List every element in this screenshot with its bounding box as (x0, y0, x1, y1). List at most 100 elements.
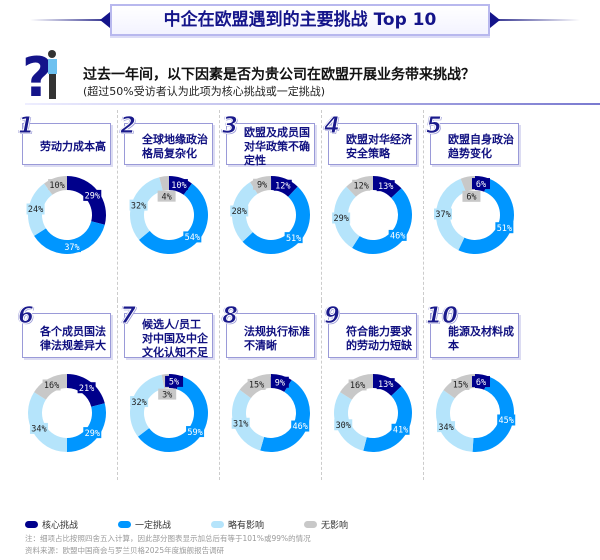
data-label: 6% (476, 378, 486, 388)
data-label: 6% (476, 180, 486, 190)
data-label-bg (352, 179, 371, 191)
legend-label: 一定挑战 (135, 521, 172, 531)
column-divider (219, 300, 220, 480)
data-label: 9% (275, 378, 285, 388)
column-divider (117, 110, 118, 300)
data-label: 54% (185, 233, 200, 243)
donut-segment-略有影响 (27, 392, 67, 452)
data-label-bg (495, 222, 514, 234)
donut-chart: 21% 29% 34% 16% (27, 374, 106, 452)
donut-segment-核心挑战 (67, 176, 106, 225)
column-divider (321, 110, 322, 300)
question-subtitle: (超过50%受访者认为此项为核心挑战或一定挑战) (83, 85, 326, 98)
data-label-bg (83, 427, 102, 439)
challenge-label-text: 候选人/员工对中国及中企文化认知不足 (142, 317, 208, 359)
data-label-bg (169, 179, 188, 191)
data-label: 21% (79, 384, 94, 394)
rank-number: 4 (323, 113, 341, 140)
source-note: 资料来源：欧盟中国商会与罗兰贝格2025年度旗舰报告调研 (25, 546, 225, 555)
data-label-bg (273, 179, 292, 191)
data-label: 31% (233, 419, 248, 429)
challenge-label-text: 劳动力成本高 (40, 140, 106, 153)
data-label-bg (451, 378, 470, 390)
donut-chart: 12%51%28%9% (230, 176, 310, 255)
page-title: 中企在欧盟遇到的主要挑战 Top 10 (110, 4, 490, 36)
data-label-bg (130, 396, 149, 408)
donut-segment-一定挑战 (363, 386, 412, 452)
data-label: 46% (390, 232, 405, 242)
data-label-bg (247, 378, 266, 390)
data-label: 6% (466, 193, 476, 203)
data-label: 15% (453, 381, 468, 391)
data-label: 34% (438, 423, 453, 433)
data-label-bg (471, 376, 490, 388)
donut-segment-一定挑战 (67, 403, 106, 452)
legend-item: 核心挑战 (25, 518, 78, 531)
data-label: 29% (85, 429, 100, 439)
donut-segment-一定挑战 (260, 379, 310, 452)
data-label-bg (471, 178, 490, 190)
data-label: 28% (232, 207, 247, 217)
data-label: 34% (31, 425, 46, 435)
data-label: 41% (393, 425, 408, 435)
rank-number: 1 (17, 113, 35, 140)
rank-number: 5 (425, 113, 443, 140)
rank-number: 2 (119, 113, 137, 140)
data-label-bg (391, 423, 410, 435)
data-label-bg (434, 208, 453, 220)
data-label-bg (157, 190, 176, 202)
legend-item: 略有影响 (211, 518, 264, 531)
data-label-bg (462, 190, 481, 202)
title-line-left (30, 19, 110, 21)
legend-item: 一定挑战 (118, 518, 171, 531)
column-divider (321, 300, 322, 480)
donut-segment-略有影响 (130, 177, 163, 240)
challenge-label: 欧盟及成员国对华政策不确定性 (226, 123, 315, 167)
data-label: 45% (499, 416, 514, 426)
rank-number: 7 (119, 303, 137, 330)
data-label: 12% (275, 181, 290, 191)
title-arrow-right-icon (490, 12, 500, 28)
challenge-label: 全球地缘政治格局复杂化 (124, 123, 213, 165)
data-label: 12% (354, 181, 369, 191)
column-divider (219, 110, 220, 300)
title-arrow-left-icon (100, 12, 110, 28)
data-label: 24% (28, 205, 43, 215)
data-label-bg (29, 422, 48, 434)
challenge-label: 候选人/员工对中国及中企文化认知不足 (124, 313, 213, 359)
donut-chart: 29%37%24%10% (26, 176, 106, 255)
question-person-icon: ? (22, 46, 57, 102)
donut-segment-一定挑战 (472, 376, 514, 452)
donut-chart: 6% 45% 34% 15% (436, 374, 516, 452)
data-label: 10% (171, 181, 186, 191)
data-label-bg (48, 179, 67, 191)
data-label: 30% (336, 421, 351, 431)
challenge-panel: 劳动力成本高 1 29%37%24%10% (15, 110, 117, 300)
data-label-bg (284, 232, 303, 244)
legend-label: 核心挑战 (42, 521, 79, 531)
donut-segment-一定挑战 (458, 178, 515, 255)
donut-segment-略有影响 (232, 389, 265, 451)
data-label: 16% (44, 381, 59, 391)
data-label: 5% (169, 378, 179, 388)
challenge-label-text: 欧盟及成员国对华政策不确定性 (244, 126, 310, 167)
data-label: 13% (378, 380, 393, 390)
data-label-bg (332, 212, 351, 224)
donut-chart: 9%46%31%15% (231, 374, 310, 452)
column-divider (117, 300, 118, 480)
donut-chart: 6%51%37%6% (434, 176, 515, 255)
donut-segment-无影响 (460, 176, 475, 192)
legend: 核心挑战 一定挑战 略有影响 无影响 (25, 518, 388, 531)
donut-chart: 13%41%30%16% (334, 374, 412, 452)
data-label-bg (497, 414, 516, 426)
challenge-label-text: 欧盟对华经济安全策略 (346, 133, 412, 160)
challenge-label-text: 法规执行标准不清晰 (244, 324, 310, 352)
challenge-label: 欧盟自身政治趋势变化 (430, 123, 519, 165)
legend-label: 无影响 (321, 521, 349, 531)
divider (25, 103, 600, 105)
